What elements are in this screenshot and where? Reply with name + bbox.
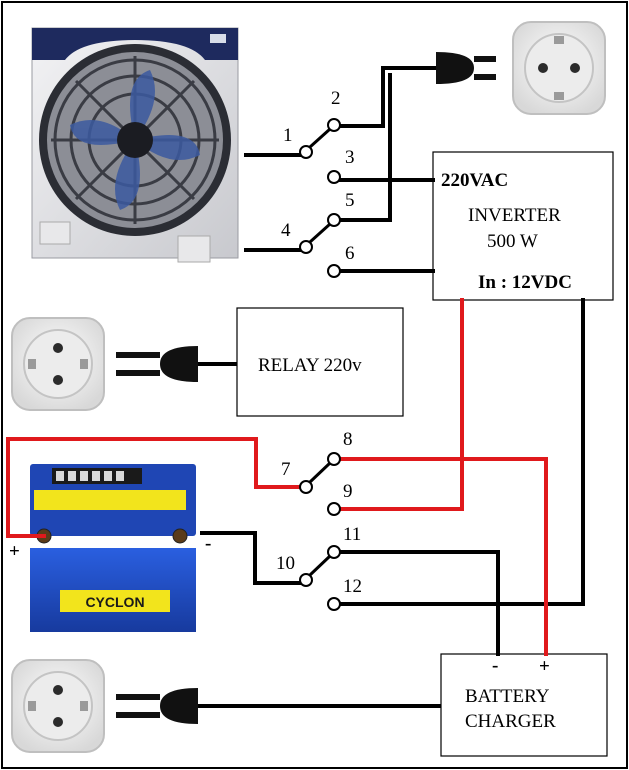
fan-image	[24, 22, 246, 274]
inverter-220vac-label: 220VAC	[441, 170, 508, 191]
switch-contacts	[299, 118, 341, 611]
charger-minus-label: -	[492, 655, 498, 676]
power-plug-icon	[116, 346, 238, 382]
power-plug-icon	[116, 688, 443, 724]
charger-plus-label: +	[539, 656, 550, 677]
contact-label-4: 4	[281, 220, 291, 241]
contact-label-3: 3	[345, 147, 355, 168]
contact-label-2: 2	[331, 88, 341, 109]
charger-line2-label: CHARGER	[465, 711, 556, 732]
wall-socket-icon	[11, 317, 105, 411]
battery-plus-label: +	[9, 541, 20, 562]
inverter-box	[432, 151, 614, 301]
contact-label-1: 1	[283, 125, 293, 146]
battery-brand-label: CYCLON	[85, 594, 144, 610]
contact-label-10: 10	[276, 553, 295, 574]
inverter-input-label: In : 12VDC	[478, 272, 572, 293]
relay-label: RELAY 220v	[258, 355, 362, 376]
battery-minus-label: -	[205, 533, 211, 554]
power-plug-icon	[398, 52, 496, 84]
contact-label-11: 11	[343, 524, 361, 545]
inverter-name-label: INVERTER	[468, 205, 561, 226]
contact-label-9: 9	[343, 481, 353, 502]
contact-label-12: 12	[343, 576, 362, 597]
contact-label-5: 5	[345, 190, 355, 211]
charger-box	[440, 653, 608, 757]
black-wires	[200, 66, 585, 656]
inverter-power-label: 500 W	[487, 231, 538, 252]
contact-label-6: 6	[345, 243, 355, 264]
contact-label-8: 8	[343, 429, 353, 450]
charger-line1-label: BATTERY	[465, 686, 550, 707]
contact-label-7: 7	[281, 459, 291, 480]
red-wires	[6, 298, 548, 656]
wall-socket-icon	[11, 659, 105, 753]
relay-box	[236, 307, 404, 417]
car-battery-image: CYCLON	[24, 460, 202, 636]
wall-socket-icon	[512, 21, 606, 115]
